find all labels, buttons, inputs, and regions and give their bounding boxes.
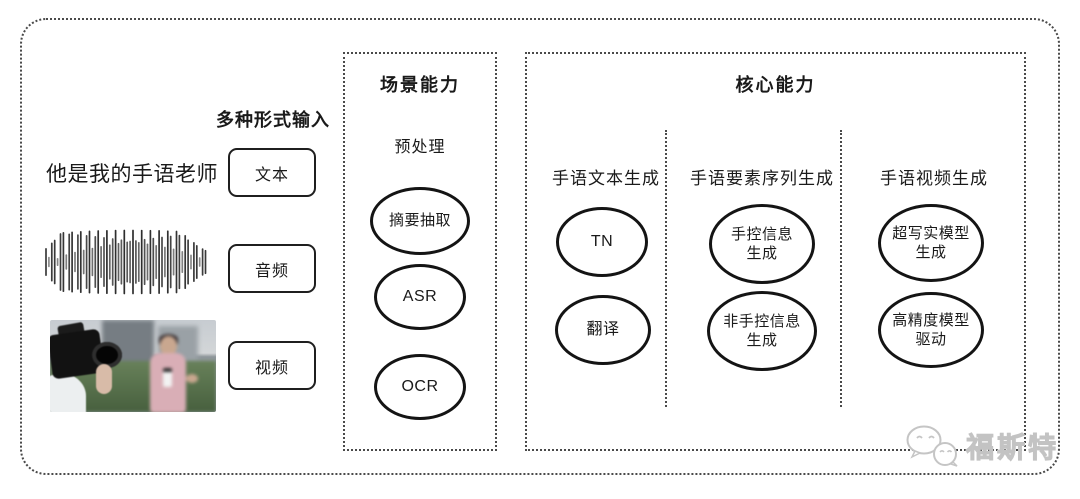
node-high-precision-model-driving: 高精度模型 驱动 xyxy=(878,292,984,368)
node-hyperrealistic-model-generation: 超写实模型 生成 xyxy=(878,204,984,282)
column-divider xyxy=(665,130,667,407)
node-manual-info-generation: 手控信息 生成 xyxy=(709,204,815,284)
node-non-manual-info-generation: 非手控信息 生成 xyxy=(707,291,817,371)
scene-capability-title: 场景能力 xyxy=(380,75,460,95)
thumbnail-camera-operator xyxy=(50,321,130,412)
watermark-text: 福斯特 xyxy=(965,432,1060,464)
column-header-sign-video-generation: 手语视频生成 xyxy=(880,169,988,188)
video-input-box: 视频 xyxy=(228,341,316,390)
outer-dotted-border xyxy=(20,18,1060,475)
preprocess-label: 预处理 xyxy=(394,139,446,156)
watermark: 福斯特 xyxy=(903,423,1059,469)
node-tn: TN xyxy=(556,207,648,277)
wechat-icon xyxy=(906,425,958,467)
thumbnail-reporter xyxy=(144,334,198,412)
core-capability-box: 核心能力 手语文本生成 手语要素序列生成 手语视频生成 TN 翻译 手控信息 生… xyxy=(525,52,1026,451)
column-header-sign-text-generation: 手语文本生成 xyxy=(552,169,660,188)
input-section-label: 多种形式输入 xyxy=(216,110,330,130)
scene-capability-box: 场景能力 预处理 摘要抽取 ASR OCR xyxy=(343,52,497,451)
audio-input-box-label: 音频 xyxy=(254,262,289,280)
column-divider xyxy=(840,130,842,407)
video-input-box-label: 视频 xyxy=(254,359,289,377)
node-translation: 翻译 xyxy=(555,295,651,365)
audio-waveform-icon xyxy=(45,229,207,295)
text-input-box-label: 文本 xyxy=(254,166,289,184)
node-ocr: OCR xyxy=(374,354,466,420)
column-header-sign-element-sequence-generation: 手语要素序列生成 xyxy=(690,169,834,188)
core-capability-title: 核心能力 xyxy=(735,75,816,95)
node-asr: ASR xyxy=(374,264,466,330)
text-input-box: 文本 xyxy=(228,148,316,197)
video-input-thumbnail xyxy=(50,320,216,412)
text-input-example: 他是我的手语老师 xyxy=(46,163,218,186)
audio-input-box: 音频 xyxy=(228,244,316,293)
node-summary-extraction: 摘要抽取 xyxy=(370,187,470,255)
